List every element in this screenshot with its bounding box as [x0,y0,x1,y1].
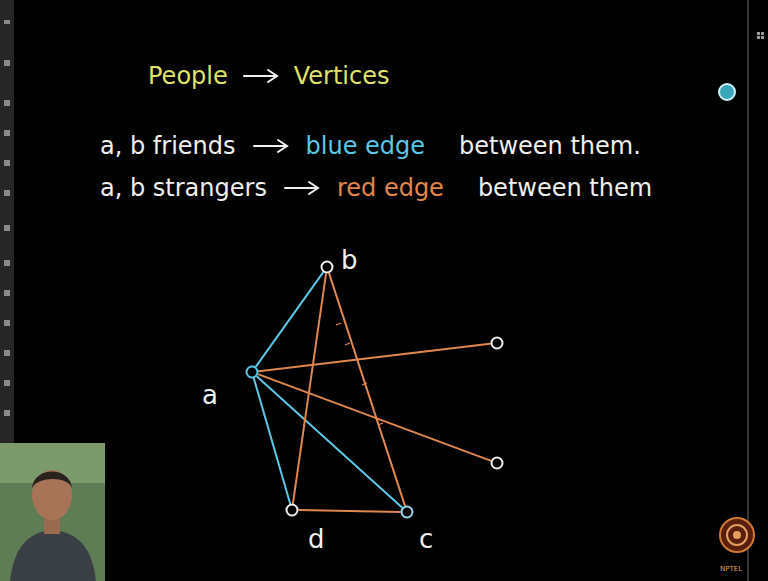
graph-vertex [490,456,504,470]
vertex-circle [320,260,334,274]
graph-edge [259,344,490,371]
vertex-circle [245,365,259,379]
grid-icon [757,32,764,39]
slide-text: People [148,62,228,91]
vertex-label: d [308,524,325,554]
slide-text: blue edge [306,132,426,161]
vertex-label-box: d [308,524,325,555]
pointer-icon [719,84,735,100]
slide-text: between them. [459,132,641,161]
graph-vertex: a [245,365,259,379]
graph-vertex: b [320,260,334,274]
webcam-inset [0,443,105,581]
graph-vertex: d [285,503,299,517]
vertex-circle [400,505,414,519]
hand-arrow [252,136,290,156]
vertex-label: b [341,245,358,275]
vertex-label-box: c [419,524,433,555]
graph-edge [259,374,491,460]
slide-text: between them [478,174,652,203]
vertex-label: a [202,380,218,410]
hand-arrow [242,66,280,86]
slide-text: red edge [337,174,444,203]
text-row: People Vertices [148,62,389,91]
vertex-circle [490,336,504,350]
graph-edge [254,379,290,504]
graph-edge [257,377,402,508]
nptel-logo [720,518,754,552]
text-row: a, b friends blue edge between them. [100,132,641,161]
vertex-label: c [419,524,433,554]
tick-marks [336,323,383,425]
graph-vertex: c [400,505,414,519]
panel-divider [747,0,749,581]
logo-text: NPTEL [720,565,742,573]
vertex-label-box: a [202,380,218,411]
logo-caption: NPTEL [720,556,742,575]
graph-edge [256,273,323,367]
vertex-label-box: b [341,245,358,276]
graph-edge [293,274,326,503]
vertex-circle [490,456,504,470]
hand-arrow [283,178,321,198]
slide-text: a, b strangers [100,174,267,203]
vertex-circle [285,503,299,517]
text-row: a, b strangers red edge between them [100,174,652,203]
slide-text: a, b friends [100,132,236,161]
graph-edge [299,510,400,512]
graph-vertex [490,336,504,350]
slide-text: Vertices [294,62,390,91]
graph-edge [329,274,405,506]
toolbar-icons [4,20,10,416]
